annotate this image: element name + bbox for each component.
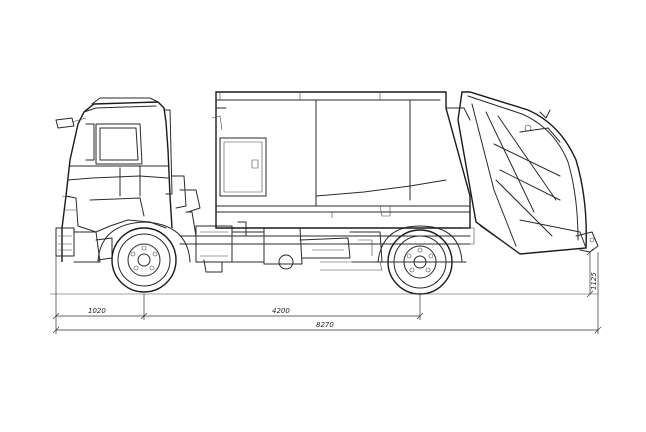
body-side-door <box>219 137 267 197</box>
chassis-frame <box>179 211 471 273</box>
dim-wheelbase: 4200 <box>272 307 290 315</box>
compactor-body <box>211 91 471 229</box>
cab-door-window <box>95 123 143 165</box>
dim-height-offset: 1125 <box>590 272 598 290</box>
side-mirror <box>55 117 75 129</box>
dim-overall-length: 8270 <box>316 321 334 329</box>
dimension-lines <box>52 248 602 334</box>
front-wheel <box>97 221 191 293</box>
front-bumper <box>55 227 75 257</box>
dim-front-overhang: 1020 <box>88 307 106 315</box>
rear-tailgate <box>457 91 599 255</box>
fuel-tank <box>263 227 303 265</box>
truck-cab <box>55 97 201 263</box>
